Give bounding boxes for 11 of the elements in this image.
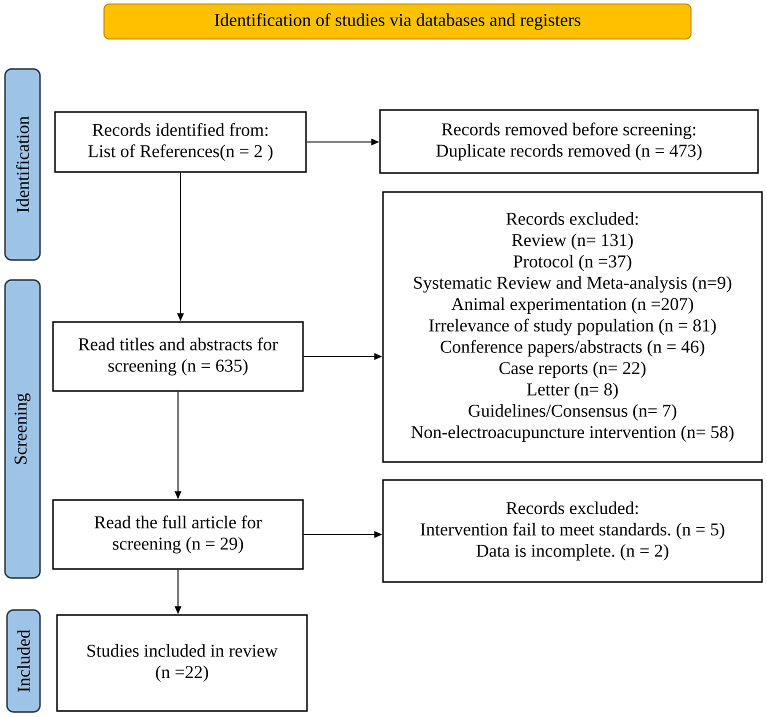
process-box: Records excluded: Intervention fail to meet standards. (n = 5) Data is incomplete. (n = 2): [382, 479, 763, 583]
process-box: Records excluded: Review (n= 131) Protocol (n =37) Systematic Review and Meta-analysis (n=9) Animal experimentation (n =207) Irrelevance of study population (n = 81) Conference papers/abstracts (n = 46) Case reports (n= 22) Letter (n= 8) Guidelines/Consensus (n= 7) Non-electroacupuncture intervention (n= 58): [382, 191, 763, 463]
process-box: Studies included in review (n =22): [56, 614, 308, 712]
stage-band: Included: [6, 609, 41, 713]
title-banner: Identification of studies via databases and registers: [103, 3, 692, 40]
stage-band: Screening: [4, 279, 41, 579]
stage-band: Identification: [4, 68, 41, 261]
process-box: Read the full article for screening (n = 29): [52, 499, 304, 570]
process-box: Read titles and abstracts for screening (n = 635): [52, 321, 304, 392]
process-box: Records identified from: List of References(n = 2 ): [54, 111, 307, 173]
process-box: Records removed before screening: Duplicate records removed (n = 473): [379, 109, 759, 174]
